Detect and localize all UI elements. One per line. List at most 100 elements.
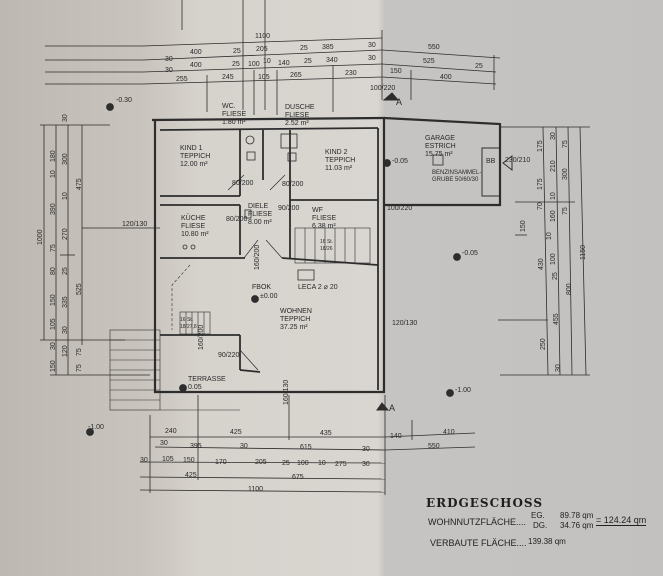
- dim-bottom: 550: [428, 443, 440, 450]
- dim-bottom: 240: [165, 428, 177, 435]
- dim-top: 105: [258, 74, 270, 81]
- dim-left: 75: [76, 348, 83, 356]
- dim-top: 30: [165, 67, 173, 74]
- dim-bottom: 1100: [248, 486, 264, 493]
- dim-right: 800: [566, 283, 573, 295]
- dim-left: 10: [62, 192, 69, 200]
- bottom-dimension-lines: [139, 395, 476, 495]
- dim-right: 75: [562, 140, 569, 148]
- dim-right: 10: [550, 192, 557, 200]
- dim-top: 385: [322, 44, 334, 51]
- dim-top: 400: [440, 74, 452, 81]
- right-dimension-lines: [498, 126, 590, 376]
- dim-bottom: 30: [362, 461, 370, 468]
- dg-value: 34.76 qm: [560, 521, 594, 530]
- dim-top: 1100: [255, 33, 271, 40]
- dim-top: 205: [256, 46, 268, 53]
- opening-label: 160/200: [198, 324, 205, 350]
- dim-top: 245: [222, 74, 234, 81]
- section-a-label: A: [396, 97, 403, 107]
- dim-bottom: 615: [300, 444, 312, 451]
- interior-walls: [159, 127, 379, 390]
- bb-label: BB: [486, 158, 496, 165]
- dim-top: 100: [248, 61, 260, 68]
- dim-bottom: 675: [292, 474, 304, 481]
- stairs-1-count: 16 St.: [180, 317, 194, 323]
- dim-left: 180: [50, 150, 57, 162]
- dim-top: 30: [165, 56, 173, 63]
- verbaut-label: VERBAUTE FLÄCHE....: [430, 538, 527, 548]
- opening-label: 150: [520, 220, 527, 232]
- dim-bottom: 105: [162, 456, 174, 463]
- dim-right: 175: [537, 178, 544, 190]
- dim-left: 10: [50, 170, 57, 178]
- level-marker-030: -0.30: [116, 97, 132, 104]
- dim-right: 10: [546, 232, 553, 240]
- dim-top: 30: [368, 55, 376, 62]
- opening-label: 120/130: [122, 221, 148, 228]
- dim-right: 160: [550, 210, 557, 222]
- dim-right: 250: [540, 338, 547, 350]
- opening-label: 160/130: [283, 379, 290, 405]
- dim-bottom: 170: [215, 459, 227, 466]
- dim-left: 1000: [37, 229, 44, 245]
- dim-left: 120: [62, 345, 69, 357]
- dim-bottom: 150: [183, 457, 195, 464]
- dim-top: 550: [428, 44, 440, 51]
- benzin-label: BENZINSAMMEL-: [432, 170, 482, 176]
- dim-right: 430: [538, 258, 545, 270]
- dim-right: 70: [537, 202, 544, 210]
- level-marker-005-b: -0.05: [462, 250, 478, 257]
- wohnnutz-label: WOHNNUTZFLÄCHE....: [428, 517, 526, 527]
- stairs-1-ratio: 18/27,8: [180, 324, 197, 330]
- dim-left: 25: [62, 267, 69, 275]
- dim-bottom: 100: [297, 460, 309, 467]
- dim-bottom: 395: [190, 443, 202, 450]
- dim-top: 400: [190, 49, 202, 56]
- dim-bottom: 425: [185, 472, 197, 479]
- dim-left: 150: [50, 360, 57, 372]
- dim-bottom: 205: [255, 459, 267, 466]
- dim-top: 30: [368, 42, 376, 49]
- dim-bottom: 435: [320, 430, 332, 437]
- stairs-2-count: 16 St.: [320, 239, 334, 245]
- dim-top: 265: [290, 72, 302, 79]
- dim-top: 230: [345, 70, 357, 77]
- stairs: [171, 227, 371, 335]
- opening-label: 80/200: [282, 181, 304, 188]
- level-marker-100-b: -1.00: [88, 424, 104, 431]
- dim-right: 75: [562, 207, 569, 215]
- terrace-outline: [109, 329, 240, 411]
- verbaut-value: 139.38 qm: [528, 537, 566, 546]
- eg-value: 89.78 qm: [560, 511, 594, 520]
- dim-left: 30: [50, 342, 57, 350]
- dim-left: 335: [62, 296, 69, 308]
- opening-label: 100/220: [387, 205, 413, 212]
- floor-title: ERDGESCHOSS: [426, 496, 543, 510]
- total-area: = 124.24 qm: [596, 515, 647, 526]
- dim-top: 25: [475, 63, 483, 70]
- dim-bottom: 25: [282, 460, 290, 467]
- dim-left: 390: [50, 203, 57, 215]
- door-swings: [227, 174, 286, 371]
- dim-right: 175: [537, 140, 544, 152]
- stairs-2-ratio: 18/26: [320, 246, 333, 252]
- opening-label: 120/130: [392, 320, 418, 327]
- dim-bottom: 30: [362, 446, 370, 453]
- dim-bottom: 140: [390, 433, 402, 440]
- grube-label: GRUBE 50/60/30: [432, 177, 479, 183]
- dim-top: 25: [233, 48, 241, 55]
- dim-top: 10: [263, 58, 271, 65]
- fbok-level: ±0.00: [260, 293, 278, 300]
- dim-left: 80: [50, 267, 57, 275]
- opening-label: 230/210: [505, 157, 531, 164]
- dg-label: DG.: [533, 521, 548, 530]
- opening-label: 100/220: [370, 85, 396, 92]
- dim-bottom: 410: [443, 429, 455, 436]
- dim-top: 400: [190, 62, 202, 69]
